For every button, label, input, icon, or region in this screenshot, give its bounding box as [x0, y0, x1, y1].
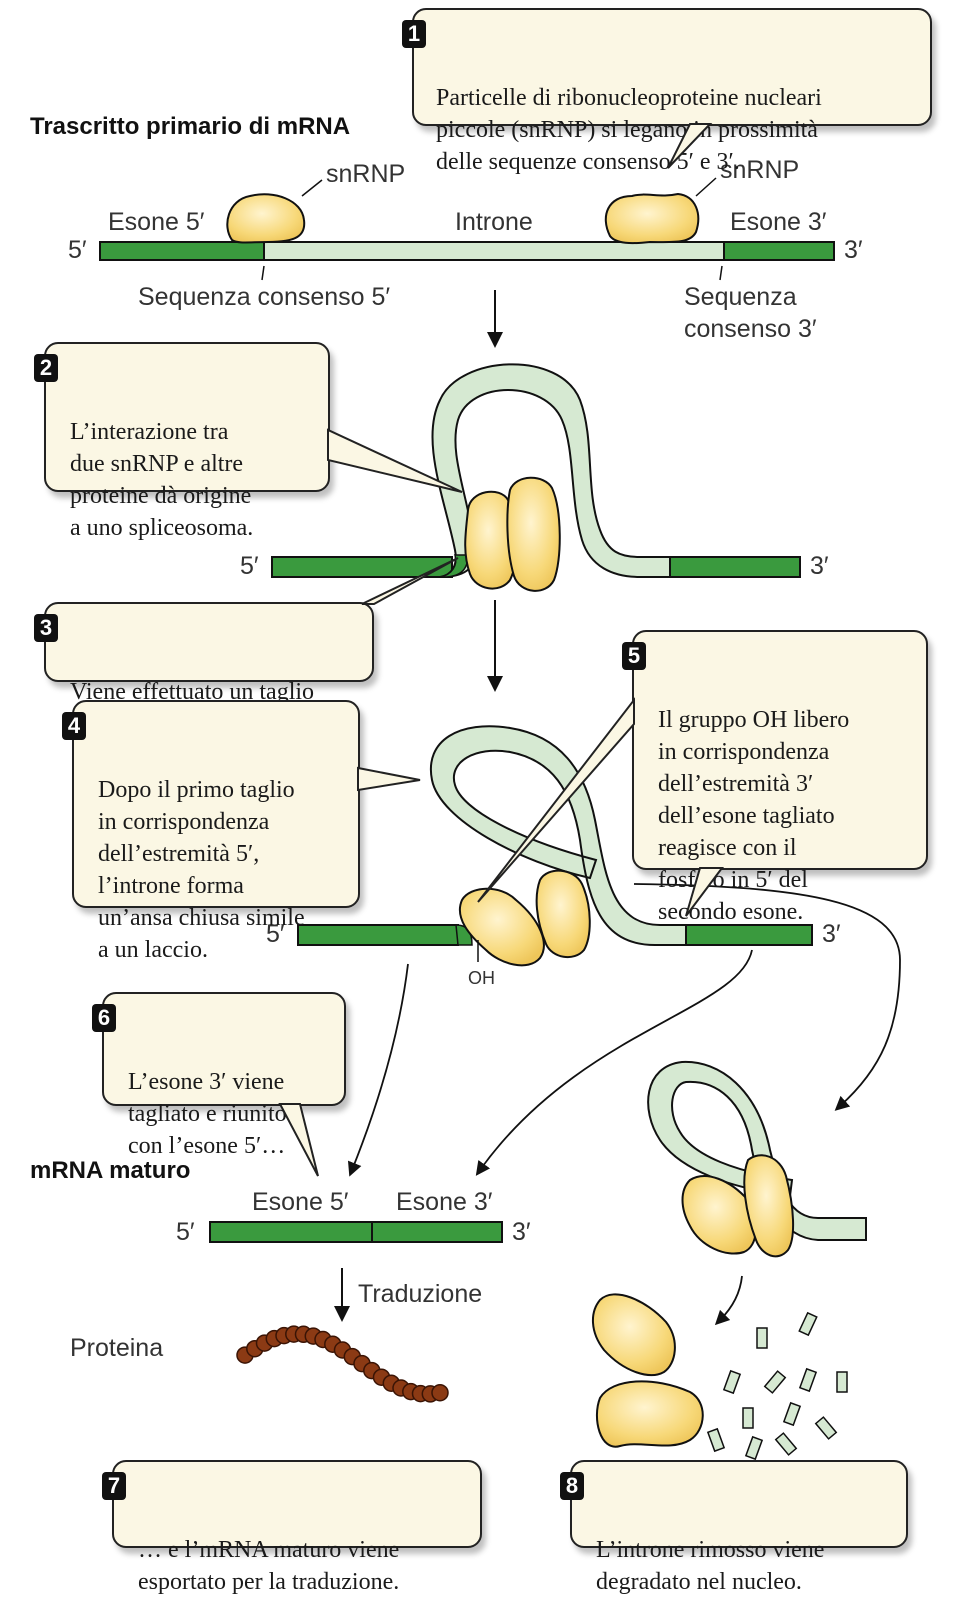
- step-number-8: 8: [560, 1472, 584, 1500]
- intron-fragment: [798, 1311, 818, 1337]
- exon-3-bar: [723, 241, 835, 261]
- arrow-degradation: [714, 1275, 743, 1326]
- step-number-4: 4: [62, 712, 86, 740]
- title-primary-transcript: Trascritto primario di mRNA: [30, 113, 350, 140]
- step-1-text: Particelle di ribonucleoproteine nuclear…: [436, 85, 822, 175]
- end-3-label-2: 3′: [810, 552, 829, 580]
- spliceosome-snrnp-left: [464, 490, 518, 590]
- free-snrnp-top: [592, 1293, 676, 1376]
- intron-fragment: [782, 1401, 802, 1427]
- lariat-snrnp-left: [458, 887, 545, 967]
- snrnp-label-left: snRNP: [326, 160, 405, 188]
- excised-snrnp-left: [681, 1175, 757, 1255]
- arrow-exon5-to-mature: [347, 963, 409, 1177]
- exon-5-label: Esone 5′: [108, 208, 205, 236]
- step-7-text: … e l’mRNA maturo viene esportato per la…: [138, 1537, 400, 1595]
- end-3-label: 3′: [844, 236, 863, 264]
- callout-step-5: 5 Il gruppo OH libero in corrispondenza …: [622, 630, 928, 925]
- consensus-3-label-line1: Sequenza: [684, 283, 797, 311]
- title-mature-mrna: mRNA maturo: [30, 1157, 190, 1184]
- end-5-label-2: 5′: [240, 552, 259, 580]
- step-2-text: L’interazione tra due snRNP e altre prot…: [70, 419, 254, 541]
- intron-fragment: [742, 1407, 754, 1429]
- intron-label: Introne: [455, 208, 533, 236]
- mature-mrna: [209, 1221, 503, 1243]
- intron-fragment: [744, 1435, 764, 1461]
- intron-fragment: [756, 1327, 768, 1349]
- intron-fragment: [763, 1370, 787, 1394]
- step-number-2: 2: [34, 354, 58, 382]
- callout-step-1: 1 Particelle di ribonucleoproteine nucle…: [402, 8, 932, 175]
- intron-fragment: [774, 1432, 798, 1456]
- end-3-label-4: 3′: [512, 1218, 531, 1246]
- end-5-label: 5′: [68, 236, 87, 264]
- callout-step-6: 6 L’esone 3′ viene tagliato e riunito co…: [92, 992, 346, 1159]
- mature-exon-5-label: Esone 5′: [252, 1188, 349, 1216]
- callout-step-4: 4 Dopo il primo taglio in corrispondenza…: [62, 700, 360, 963]
- excised-snrnp-right: [743, 1154, 795, 1258]
- exon-3-label: Esone 3′: [730, 208, 827, 236]
- callout-step-2: 2 L’interazione tra due snRNP e altre pr…: [34, 342, 330, 541]
- arrow-intron-to-lariat: [633, 883, 901, 1111]
- primary-transcript: [99, 241, 835, 261]
- intron-fragment: [798, 1367, 818, 1393]
- end-5-label-4: 5′: [176, 1218, 195, 1246]
- intron-fragment: [836, 1371, 848, 1393]
- end-5-label-3: 5′: [266, 920, 285, 948]
- consensus-3-label-line2: consenso 3′: [684, 315, 817, 343]
- mature-exon-3-label: Esone 3′: [396, 1188, 493, 1216]
- step-number-6: 6: [92, 1004, 116, 1032]
- intron-fragments: [706, 1311, 848, 1461]
- intron-bar: [263, 241, 725, 261]
- oh-label: OH: [468, 968, 495, 988]
- step-8-text: L’introne rimosso viene degradato nel nu…: [596, 1537, 825, 1595]
- callout-step-8: 8 L’introne rimosso viene degradato nel …: [560, 1460, 908, 1595]
- exon-5-bar: [99, 241, 265, 261]
- step-5-text: Il gruppo OH libero in corrispondenza de…: [658, 707, 850, 925]
- free-snrnp-bottom: [595, 1380, 704, 1448]
- intron-fragment: [706, 1427, 726, 1453]
- end-3-label-3: 3′: [822, 920, 841, 948]
- snrnp-3-particle: [604, 192, 700, 245]
- protein-label: Proteina: [70, 1334, 163, 1362]
- protein-chain: [236, 1325, 449, 1403]
- intron-fragment: [722, 1369, 742, 1395]
- step-number-1: 1: [402, 20, 426, 48]
- translation-label: Traduzione: [358, 1280, 482, 1308]
- callout-step-7: 7 … e l’mRNA maturo viene esportato per …: [102, 1460, 482, 1595]
- amino-acid-bead: [431, 1383, 449, 1402]
- arrow-exon3-to-mature: [475, 949, 753, 1176]
- spliceosome-snrnp-right: [506, 476, 561, 592]
- step-number-3: 3: [34, 614, 58, 642]
- step-number-5: 5: [622, 642, 646, 670]
- callout-step-3: 3 Viene effettuato un taglio tra l’esone…: [34, 602, 374, 737]
- intron-fragment: [814, 1416, 838, 1440]
- consensus-5-label: Sequenza consenso 5′: [138, 283, 390, 311]
- step-number-7: 7: [102, 1472, 126, 1500]
- step-6-text: L’esone 3′ viene tagliato e riunito con …: [128, 1069, 287, 1159]
- snrnp-5-particle: [226, 193, 306, 244]
- step-4-text: Dopo il primo taglio in corrispondenza d…: [98, 777, 305, 963]
- snrnp-label-right: snRNP: [720, 156, 799, 184]
